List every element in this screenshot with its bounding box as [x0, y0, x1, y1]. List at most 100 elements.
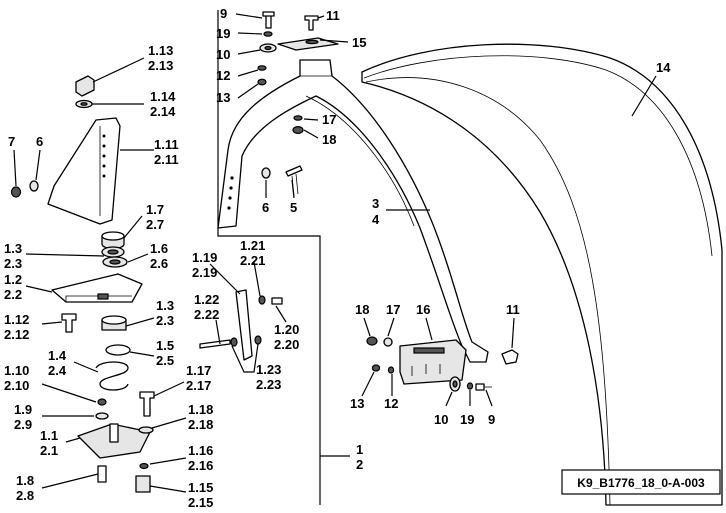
callout-1-5: 1.5 — [156, 338, 174, 353]
bolt-11-top — [304, 15, 319, 31]
bolt-9-lower — [475, 383, 485, 391]
nut-18-lower — [366, 336, 378, 346]
callout-2-20: 2.20 — [274, 337, 299, 352]
washer-12-top — [257, 65, 267, 71]
spring-1-4 — [95, 361, 129, 391]
washer-6-right — [261, 167, 271, 179]
callout-1-11: 1.11 — [154, 137, 179, 152]
callout-1-10: 1.10 — [4, 363, 29, 378]
callout-2-12: 2.12 — [4, 327, 29, 342]
callout-1-6: 1.6 — [150, 241, 168, 256]
support-bracket — [217, 59, 489, 363]
bolt-1-20 — [271, 297, 283, 305]
washer-6-left — [29, 180, 39, 192]
callout-1-3-upper: 1.3 — [4, 241, 22, 256]
assembly-boundary — [217, 10, 350, 505]
callout-2-13: 2.13 — [148, 58, 173, 73]
callout-2-11: 2.11 — [154, 152, 179, 167]
callout-10-lower: 10 — [434, 412, 448, 427]
callout-1-13: 1.13 — [148, 43, 173, 58]
callout-5: 5 — [290, 200, 297, 215]
washer-19-top — [263, 31, 273, 37]
callout-12-top: 12 — [216, 68, 230, 83]
callout-1-7: 1.7 — [146, 202, 164, 217]
callout-1-23: 1.23 — [256, 362, 281, 377]
lower-right-hardware — [366, 336, 519, 392]
callout-2-4: 2.4 — [48, 363, 67, 378]
callout-3: 3 — [372, 196, 379, 211]
swivel-plate-1-2 — [51, 273, 143, 303]
callout-2-22: 2.22 — [194, 307, 219, 322]
reference-code: K9_B1776_18_0-A-003 — [577, 476, 705, 490]
callout-11-lower: 11 — [506, 302, 520, 317]
callout-2-5: 2.5 — [156, 353, 174, 368]
callout-2-3-lower: 2.3 — [156, 313, 174, 328]
callout-9-lower: 9 — [488, 412, 495, 427]
callout-9-top: 9 — [220, 6, 227, 21]
strap-1-19 — [235, 289, 253, 361]
callout-2-7: 2.7 — [146, 217, 164, 232]
callout-16: 16 — [416, 302, 430, 317]
callout-1-18: 1.18 — [188, 402, 213, 417]
callout-17-top: 17 — [322, 112, 336, 127]
callout-labels: 9 11 1 9 15 10 12 13 17 18 6 5 14 3 4 1.1… — [4, 6, 671, 510]
callout-13-top: 13 — [216, 90, 230, 105]
callout-2-3-upper: 2.3 — [4, 256, 22, 271]
mudguard-fender — [361, 43, 723, 506]
nut-1-10 — [97, 398, 107, 406]
callout-1-2: 1.2 — [4, 272, 22, 287]
callout-1-15: 1.15 — [188, 480, 213, 495]
callout-1-20: 1.20 — [274, 322, 299, 337]
top-hardware — [257, 11, 339, 197]
bracket-1-11 — [47, 117, 121, 225]
clamp-plate-15 — [277, 37, 339, 51]
callout-4: 4 — [372, 212, 380, 227]
bolt-1-12 — [61, 313, 77, 333]
washer-1-18 — [138, 426, 154, 434]
callout-1-3-lower: 1.3 — [156, 298, 174, 313]
callout-2-14: 2.14 — [150, 104, 176, 119]
callout-6-left: 6 — [36, 134, 43, 149]
callout-2-18: 2.18 — [188, 417, 213, 432]
nut-13-top — [257, 78, 267, 86]
callout-1-19: 1.19 — [192, 250, 217, 265]
washer-19-lower — [466, 382, 474, 390]
callout-2-16: 2.16 — [188, 458, 213, 473]
bolt-5 — [285, 165, 303, 177]
callout-1: 1 — [356, 442, 363, 457]
callout-2-10: 2.10 — [4, 378, 29, 393]
callout-2-15: 2.15 — [188, 495, 213, 510]
callout-1-21: 1.21 — [240, 238, 265, 253]
callout-18-top: 18 — [322, 132, 336, 147]
callout-7: 7 — [8, 134, 15, 149]
left-assembly — [10, 75, 155, 493]
callout-6-right: 6 — [262, 200, 269, 215]
bolt-1-17 — [139, 391, 155, 417]
cap-nut-1-13 — [75, 75, 95, 97]
o-ring-1-5 — [105, 344, 131, 356]
washer-1-21 — [258, 295, 266, 305]
callout-1-8: 1.8 — [16, 473, 34, 488]
callout-1-9: 1.9 — [14, 402, 32, 417]
nut-18-top — [292, 125, 304, 134]
callout-15: 15 — [352, 35, 366, 50]
callout-1-14: 1.14 — [150, 89, 176, 104]
washer-17-lower — [383, 337, 393, 347]
washer-12-lower — [387, 366, 395, 374]
pin-1-8 — [97, 465, 107, 483]
callout-2: 2 — [356, 457, 363, 472]
callout-1-1: 1.1 — [40, 428, 58, 443]
leader-lines — [13, 13, 657, 493]
callout-14: 14 — [656, 60, 671, 75]
spacer-1-15 — [135, 475, 151, 493]
callout-2-23: 2.23 — [256, 377, 281, 392]
washer-17-top — [293, 115, 303, 121]
callout-11-top: 11 — [326, 8, 340, 23]
callout-1-12: 1.12 — [4, 312, 29, 327]
callout-1-22: 1.22 — [194, 292, 219, 307]
nut-1-23 — [230, 337, 238, 347]
callout-2-6: 2.6 — [150, 256, 168, 271]
nut-13-lower — [371, 364, 381, 372]
